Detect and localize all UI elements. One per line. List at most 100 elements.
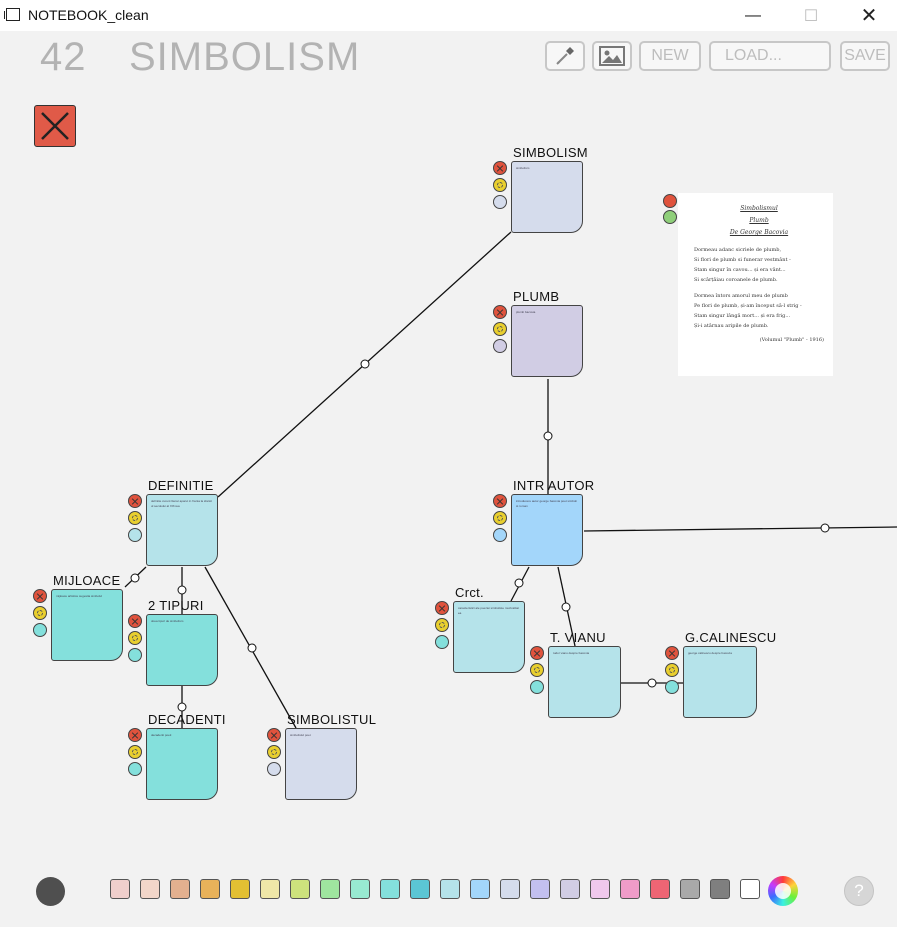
new-button[interactable]: NEW <box>639 41 701 71</box>
color-node-icon[interactable] <box>530 680 544 694</box>
expand-node-icon[interactable] <box>435 618 449 632</box>
color-swatch[interactable] <box>110 879 130 899</box>
note-card[interactable]: decadenti poeti <box>146 728 218 800</box>
minimize-button[interactable]: — <box>745 6 761 24</box>
close-icon <box>41 112 69 140</box>
color-node-icon[interactable] <box>128 648 142 662</box>
expand-node-icon[interactable] <box>493 322 507 336</box>
note-card[interactable]: definitie curent literar aparut in frant… <box>146 494 218 566</box>
delete-node-icon[interactable] <box>267 728 281 742</box>
color-node-icon[interactable] <box>493 195 507 209</box>
expand-node-icon[interactable] <box>530 663 544 677</box>
color-swatch[interactable] <box>290 879 310 899</box>
color-swatch[interactable] <box>380 879 400 899</box>
load-button[interactable]: LOAD... <box>709 41 831 71</box>
color-node-icon[interactable] <box>665 680 679 694</box>
expand-node-icon[interactable] <box>128 631 142 645</box>
note-card[interactable]: plumb bacovia <box>511 305 583 377</box>
node-label[interactable]: INTR AUTOR <box>513 478 595 493</box>
delete-node-icon[interactable] <box>665 646 679 660</box>
close-window-button[interactable]: ✕ <box>860 5 878 27</box>
color-swatch[interactable] <box>530 879 550 899</box>
expand-node-icon[interactable] <box>493 178 507 192</box>
color-swatch[interactable] <box>620 879 640 899</box>
node-label[interactable]: DEFINITIE <box>148 478 214 493</box>
node-label[interactable]: T. VIANU <box>550 630 606 645</box>
poem-line: Pe flori de plumb, și-am început să-l st… <box>694 303 802 309</box>
color-swatch[interactable] <box>170 879 190 899</box>
color-node-icon[interactable] <box>493 528 507 542</box>
color-swatch[interactable] <box>140 879 160 899</box>
expand-image-icon[interactable] <box>663 210 677 224</box>
color-swatch[interactable] <box>590 879 610 899</box>
color-swatch[interactable] <box>410 879 430 899</box>
save-button[interactable]: SAVE <box>840 41 890 71</box>
note-card[interactable]: caracteristici ale poeziei simboliste mu… <box>453 601 525 673</box>
notebook-canvas[interactable]: 42 SIMBOLISM NEW LOAD... SAVE <box>0 31 897 927</box>
note-card[interactable]: introducere autor george bacovia poet si… <box>511 494 583 566</box>
color-swatch[interactable] <box>740 879 760 899</box>
current-color-indicator[interactable] <box>36 877 65 906</box>
link-handle <box>514 578 524 588</box>
color-swatch[interactable] <box>440 879 460 899</box>
expand-node-icon[interactable] <box>128 511 142 525</box>
color-wheel-icon[interactable] <box>768 876 798 906</box>
delete-node-icon[interactable] <box>33 589 47 603</box>
help-button[interactable]: ? <box>844 876 874 906</box>
note-card[interactable]: mijloace artistice sugestia simbolul <box>51 589 123 661</box>
page-title[interactable]: SIMBOLISM <box>129 35 361 79</box>
color-node-icon[interactable] <box>267 762 281 776</box>
note-card[interactable]: tudor vianu despre bacovia <box>548 646 621 718</box>
maximize-button[interactable]: ☐ <box>803 7 819 25</box>
color-node-icon[interactable] <box>435 635 449 649</box>
delete-node-icon[interactable] <box>128 614 142 628</box>
color-swatch[interactable] <box>230 879 250 899</box>
expand-node-icon[interactable] <box>33 606 47 620</box>
note-card[interactable]: doua tipuri de simbolism <box>146 614 218 686</box>
node-label[interactable]: Crct. <box>455 585 484 600</box>
node-label[interactable]: SIMBOLISM <box>513 145 588 160</box>
node-label[interactable]: PLUMB <box>513 289 560 304</box>
delete-node-icon[interactable] <box>530 646 544 660</box>
eyedropper-button[interactable] <box>545 41 585 71</box>
delete-node-icon[interactable] <box>493 161 507 175</box>
expand-node-icon[interactable] <box>128 745 142 759</box>
link-intr-autor-offscreen <box>583 526 897 532</box>
insert-image-button[interactable] <box>592 41 632 71</box>
node-label[interactable]: DECADENTI <box>148 712 226 727</box>
expand-node-icon[interactable] <box>267 745 281 759</box>
color-swatch[interactable] <box>560 879 580 899</box>
expand-node-icon[interactable] <box>665 663 679 677</box>
color-swatch[interactable] <box>350 879 370 899</box>
delete-node-icon[interactable] <box>128 494 142 508</box>
image-note[interactable]: Simbolismul Plumb De George Bacovia Dorm… <box>663 193 833 376</box>
delete-page-button[interactable] <box>34 105 76 147</box>
node-label[interactable]: SIMBOLISTUL <box>287 712 377 727</box>
color-node-icon[interactable] <box>493 339 507 353</box>
color-swatch[interactable] <box>320 879 340 899</box>
color-swatch[interactable] <box>470 879 490 899</box>
note-text: simbolism <box>516 166 530 170</box>
color-swatch[interactable] <box>200 879 220 899</box>
delete-node-icon[interactable] <box>435 601 449 615</box>
node-label[interactable]: G.CALINESCU <box>685 630 777 645</box>
color-node-icon[interactable] <box>33 623 47 637</box>
color-node-icon[interactable] <box>128 762 142 776</box>
color-swatch[interactable] <box>710 879 730 899</box>
color-swatch[interactable] <box>650 879 670 899</box>
note-card[interactable]: simbolism <box>511 161 583 233</box>
delete-image-icon[interactable] <box>663 194 677 208</box>
color-node-icon[interactable] <box>128 528 142 542</box>
delete-node-icon[interactable] <box>128 728 142 742</box>
delete-node-icon[interactable] <box>493 305 507 319</box>
expand-node-icon[interactable] <box>493 511 507 525</box>
poem-author: De George Bacovia <box>729 229 789 236</box>
note-card[interactable]: george calinescu despre bacovia <box>683 646 757 718</box>
color-swatch[interactable] <box>680 879 700 899</box>
node-label[interactable]: MIJLOACE <box>53 573 121 588</box>
color-swatch[interactable] <box>260 879 280 899</box>
color-swatch[interactable] <box>500 879 520 899</box>
node-label[interactable]: 2 TIPURI <box>148 598 204 613</box>
delete-node-icon[interactable] <box>493 494 507 508</box>
note-card[interactable]: simbolistul poet <box>285 728 357 800</box>
